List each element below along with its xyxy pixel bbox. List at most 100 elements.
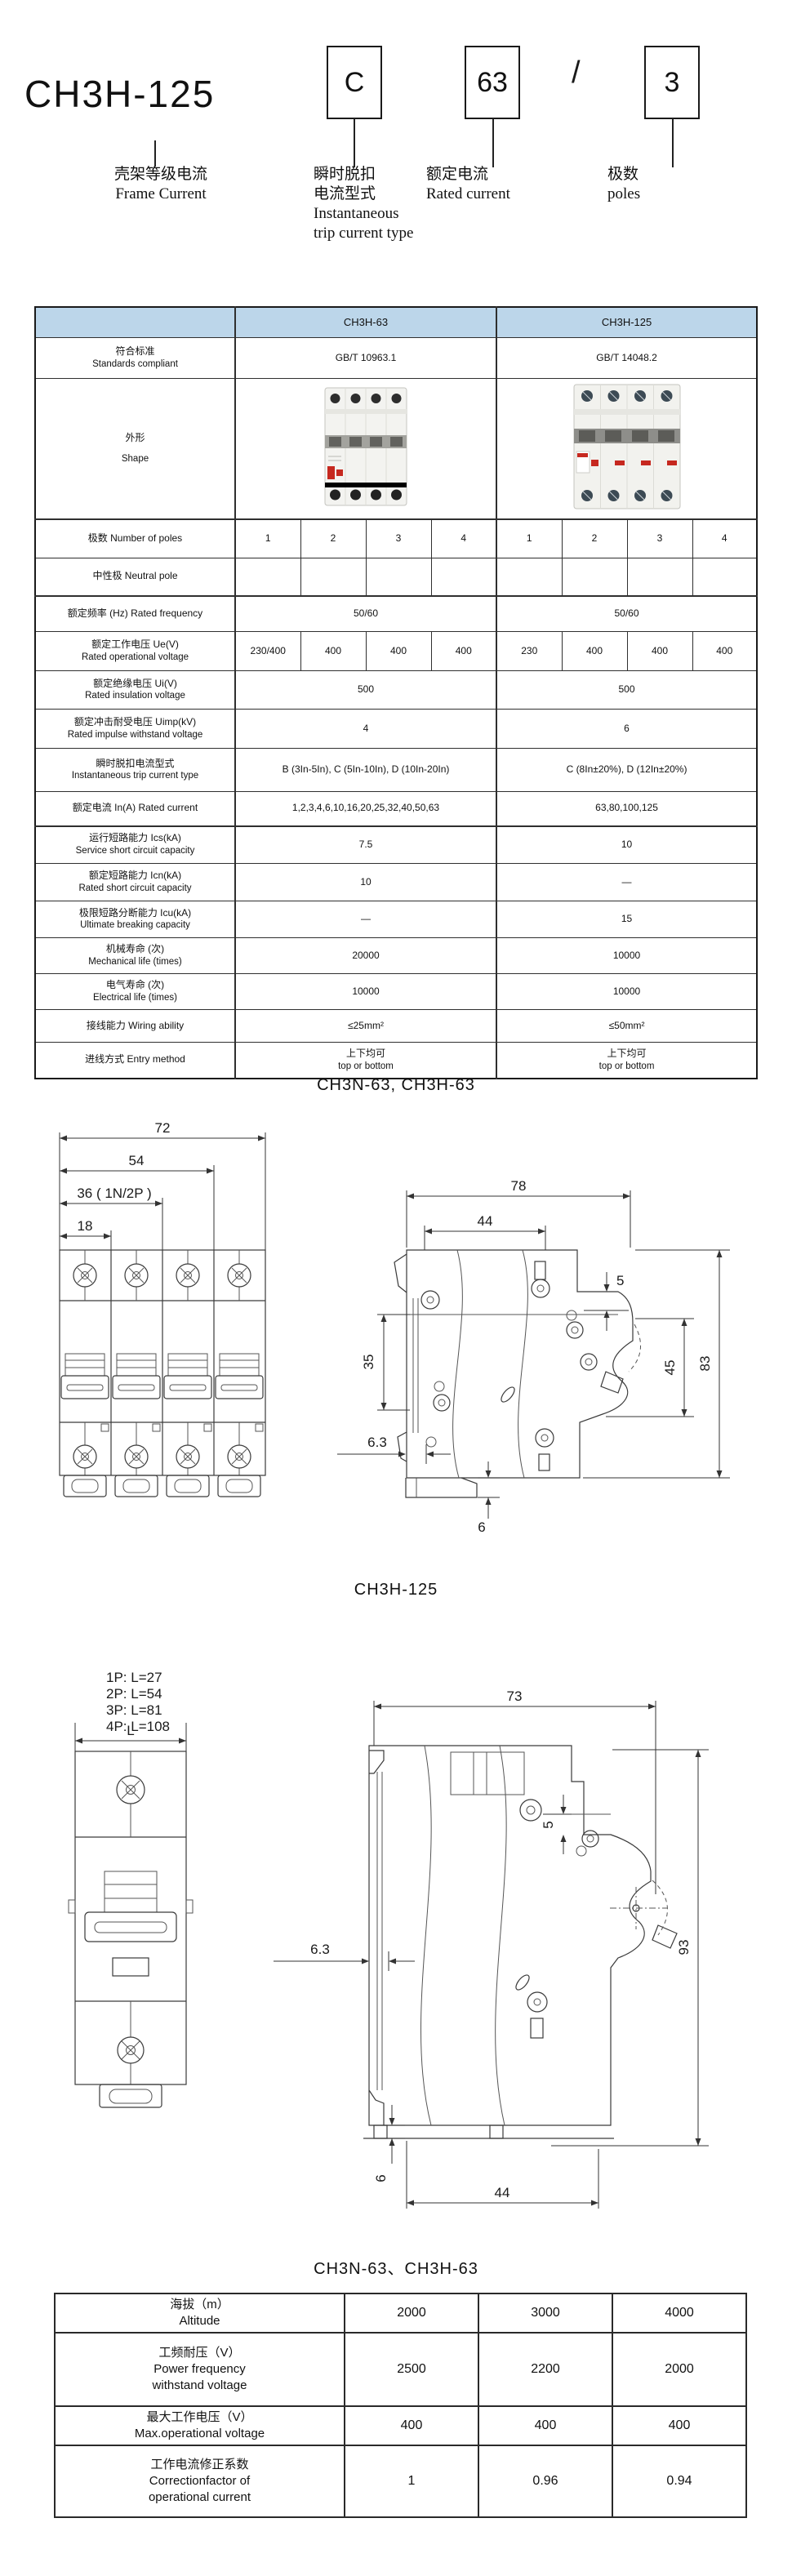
spec-row-neutral: 中性极 Neutral pole <box>34 558 758 596</box>
row-label: 额定频率 (Hz) Rated frequency <box>34 594 236 632</box>
side-view-63: 78 44 <box>337 1178 730 1535</box>
altitude-heading: CH3N-63、CH3H-63 <box>314 2260 478 2278</box>
value-cell: 6 <box>495 709 758 749</box>
pole-length-3p: 3P: L=81 <box>106 1702 162 1718</box>
altitude-row: 海拔（m）Altitude 2000 3000 4000 <box>54 2293 747 2334</box>
dimension-drawing-63: 72 54 36 ( 1N/2P ) 18 <box>59 1120 730 1535</box>
value-cell: 400 <box>430 631 497 671</box>
poles-code: 3 <box>664 66 680 98</box>
spec-header-ch3h-63: CH3H-63 <box>234 306 497 338</box>
dim-44: 44 <box>478 1213 493 1229</box>
pole-length-2p: 2P: L=54 <box>106 1686 162 1702</box>
value-cell: — <box>234 901 497 938</box>
dim-45: 45 <box>662 1360 678 1376</box>
value-cell: 50/60 <box>234 594 497 632</box>
dim-78: 78 <box>511 1178 527 1194</box>
breaker-photo-ch3h-63 <box>324 387 407 506</box>
poles-box: 3 <box>644 46 700 119</box>
dim-5: 5 <box>616 1273 624 1288</box>
drawing-heading-125: CH3H-125 <box>354 1581 438 1599</box>
dim-L: L <box>127 1723 134 1738</box>
row-label: 极数 Number of poles <box>34 518 236 558</box>
spec-header-row: CH3H-63 CH3H-125 <box>34 306 758 338</box>
row-label: 接线能力 Wiring ability <box>34 1009 236 1043</box>
model-number: CH3H-125 <box>24 73 216 115</box>
dim-5: 5 <box>541 1821 556 1828</box>
breaker-photo-ch3h-125 <box>573 384 681 509</box>
dim-72: 72 <box>155 1120 171 1136</box>
rated-current-box: 63 <box>465 46 520 119</box>
annotation-frame-current: 壳架等级电流 Frame Current <box>113 166 207 202</box>
value-cell: 10 <box>234 863 497 901</box>
value-cell: 50/60 <box>495 594 758 632</box>
value-cell: 4 <box>234 709 497 749</box>
value-cell: 10000 <box>234 973 497 1010</box>
value-cell: 7.5 <box>234 825 497 864</box>
row-label: 海拔（m）Altitude <box>54 2293 345 2334</box>
row-label: 最大工作电压（V）Max.operational voltage <box>54 2405 345 2446</box>
value-cell: 4 <box>430 518 497 558</box>
value-cell: 10000 <box>495 973 758 1010</box>
dim-54: 54 <box>129 1153 145 1168</box>
spec-row-frequency: 额定频率 (Hz) Rated frequency 50/60 50/60 <box>34 594 758 632</box>
value-cell: 1 <box>234 518 301 558</box>
value-cell: 400 <box>300 631 367 671</box>
dim-6: 6 <box>478 1519 485 1535</box>
value-cell: B (3In-5In), C (5In-10In), D (10In-20In) <box>234 748 497 792</box>
value-cell: 1,2,3,4,6,10,16,20,25,32,40,50,63 <box>234 791 497 826</box>
pole-length-legend: 1P: L=27 2P: L=54 3P: L=81 4P: L=108 <box>106 1670 170 1734</box>
empty-cell <box>692 558 758 596</box>
drawing-heading-63: CH3N-63, CH3H-63 <box>317 1076 475 1094</box>
value-cell: 4000 <box>612 2293 747 2334</box>
value-cell: 400 <box>612 2405 747 2446</box>
value-cell: ≤50mm² <box>495 1009 758 1043</box>
value-cell: 400 <box>692 631 758 671</box>
value-cell: ≤25mm² <box>234 1009 497 1043</box>
value-cell: 0.94 <box>612 2445 747 2518</box>
value-cell: GB/T 10963.1 <box>234 337 497 379</box>
dimension-drawing-125: 1P: L=27 2P: L=54 3P: L=81 4P: L=108 L <box>68 1670 709 2209</box>
value-cell: 400 <box>561 631 628 671</box>
side-view-125: 73 <box>274 1688 709 2209</box>
value-cell: 400 <box>478 2405 613 2446</box>
dim-73: 73 <box>507 1688 523 1704</box>
empty-cell <box>365 558 432 596</box>
dim-83: 83 <box>697 1356 713 1372</box>
row-label: 进线方式 Entry method <box>34 1042 236 1079</box>
spec-row-elec: 电气寿命 (次)Electrical life (times) 10000 10… <box>34 973 758 1010</box>
empty-cell <box>561 558 628 596</box>
spec-header-empty <box>34 306 236 338</box>
value-cell: 400 <box>365 631 432 671</box>
rated-current-code: 63 <box>477 66 508 98</box>
row-label: 机械寿命 (次)Mechanical life (times) <box>34 937 236 974</box>
value-cell: 2 <box>561 518 628 558</box>
value-cell: 230/400 <box>234 631 301 671</box>
value-cell: 230 <box>496 631 563 671</box>
value-cell: 0.96 <box>478 2445 613 2518</box>
spec-header-ch3h-125: CH3H-125 <box>495 306 758 338</box>
value-cell: 400 <box>626 631 693 671</box>
front-view-125: L <box>68 1723 194 2108</box>
value-cell: 2000 <box>612 2332 747 2407</box>
connector-line <box>492 118 494 167</box>
slash-separator: / <box>572 56 581 90</box>
row-label: 中性极 Neutral pole <box>34 558 236 596</box>
row-label: 额定电流 In(A) Rated current <box>34 791 236 826</box>
value-cell: 63,80,100,125 <box>495 791 758 826</box>
max-voltage-row: 最大工作电压（V）Max.operational voltage 400 400… <box>54 2405 747 2446</box>
value-cell: 3 <box>626 518 693 558</box>
dim-93: 93 <box>676 1940 692 1955</box>
spec-row-mech: 机械寿命 (次)Mechanical life (times) 20000 10… <box>34 937 758 974</box>
dim-18: 18 <box>78 1218 93 1234</box>
value-cell: 15 <box>495 901 758 938</box>
